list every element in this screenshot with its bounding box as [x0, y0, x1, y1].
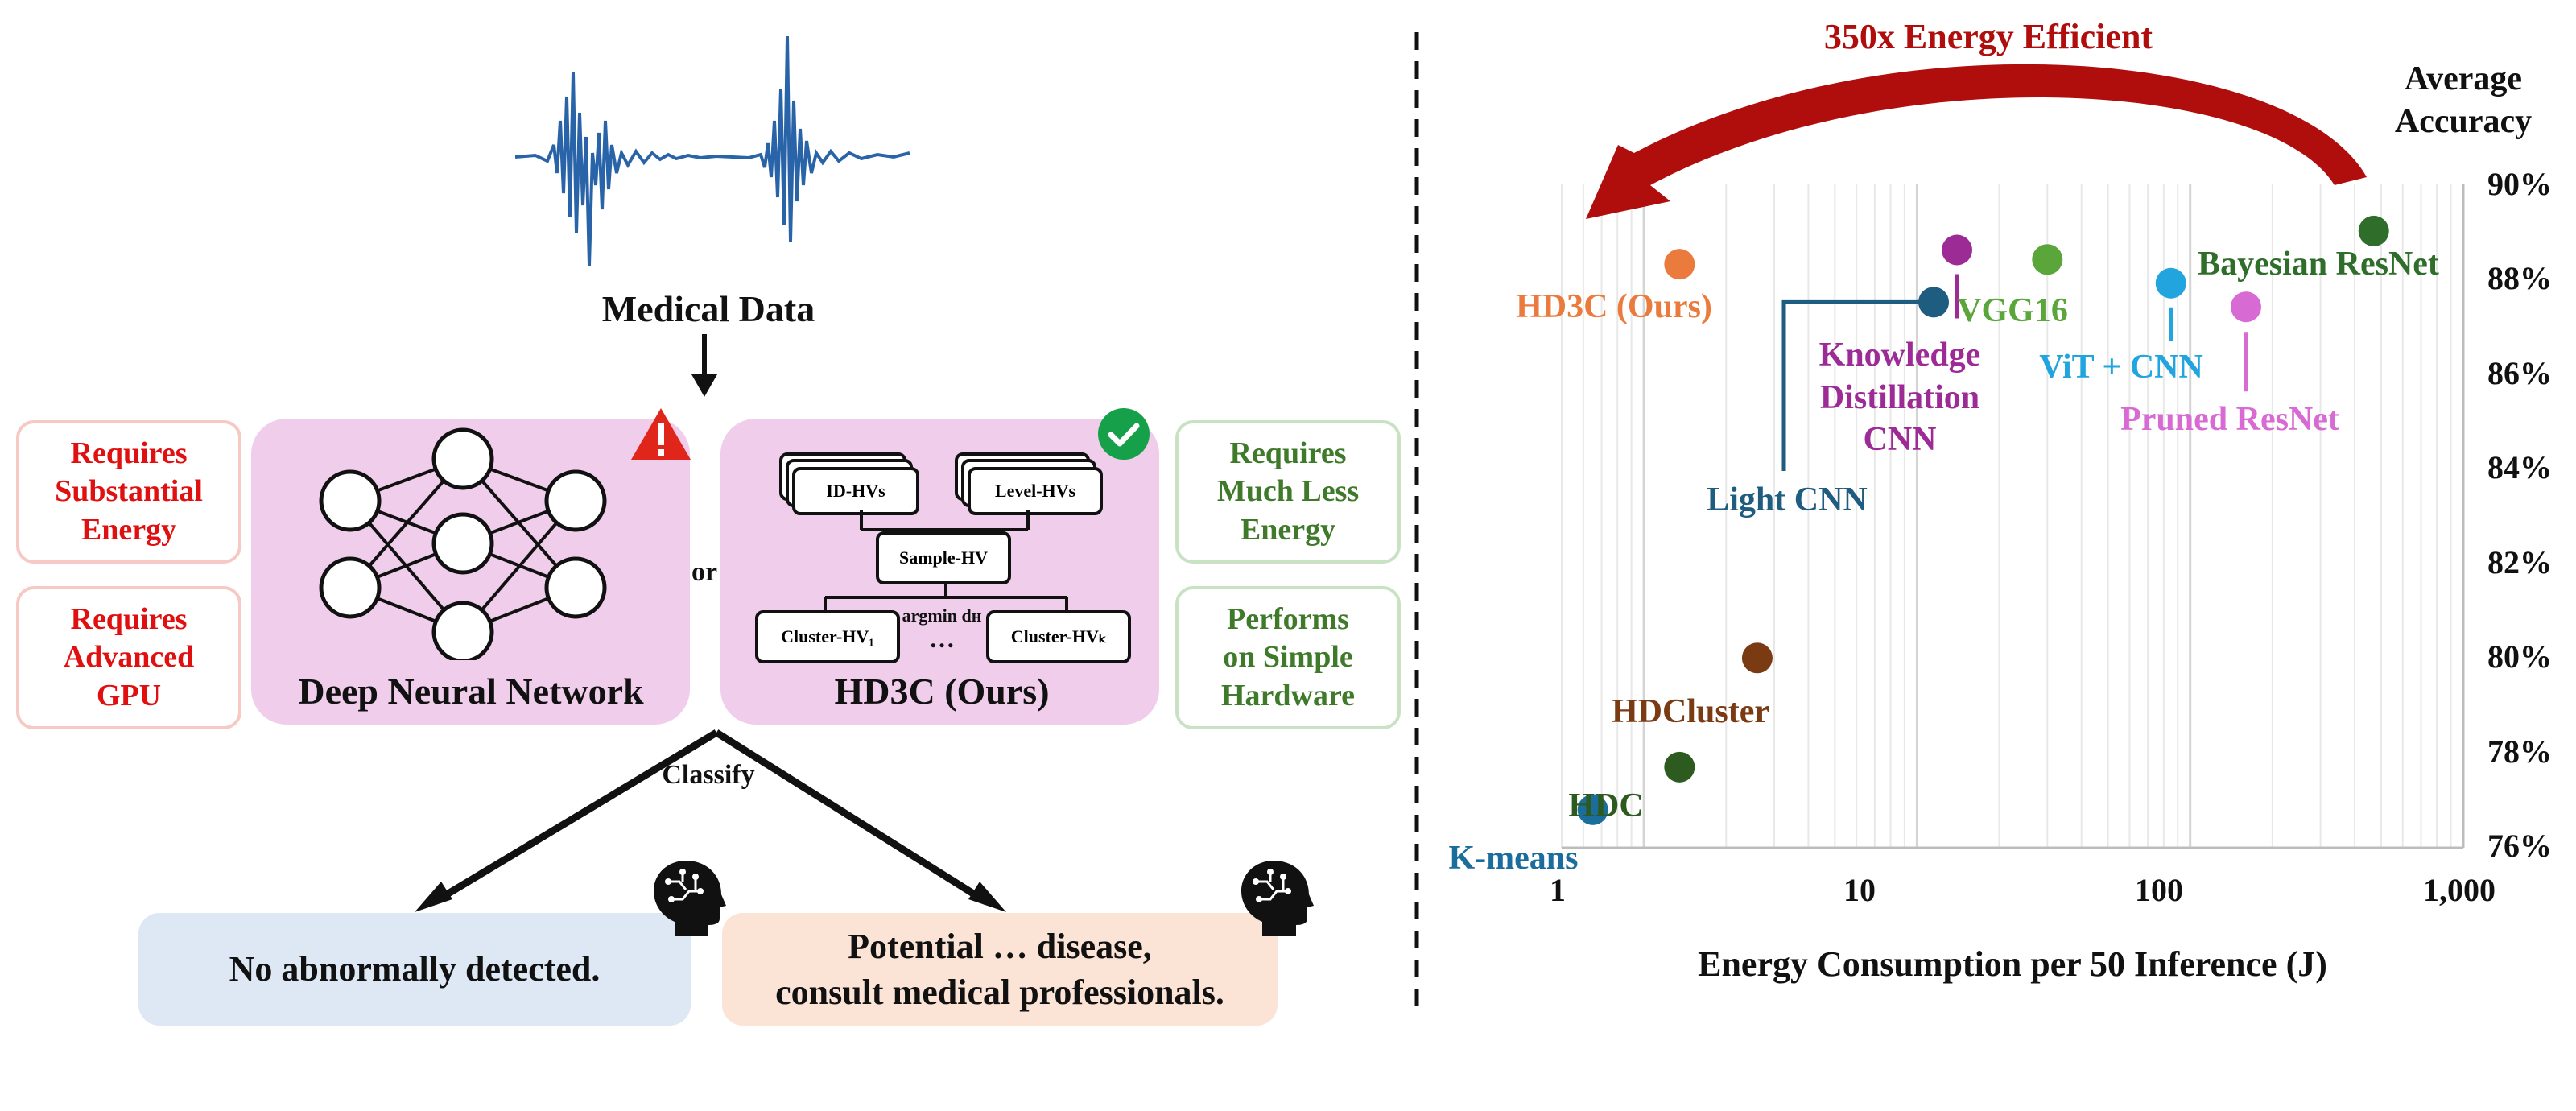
warning-icon [631, 408, 691, 460]
data-point-hdc [1664, 751, 1695, 783]
x-axis-label: Energy Consumption per 50 Inference (J) [1698, 944, 2327, 984]
data-point-vgg16 [2032, 244, 2063, 275]
outcome-normal: No abnormally detected. [138, 913, 691, 1026]
y-tick-78: 78% [2487, 733, 2552, 770]
label-hdcluster: HDCluster [1612, 693, 1769, 730]
data-point-bayesian-resnet [2358, 215, 2389, 246]
classify-arrows [415, 729, 1006, 912]
y-tick-90: 90% [2487, 166, 2552, 202]
efficiency-arrow [1586, 64, 2367, 219]
sample-hv-box: Sample-HV [876, 531, 1011, 584]
label-light-cnn: Light CNN [1707, 481, 1868, 518]
x-tick-1: 1 [1550, 872, 1566, 908]
level-hvs-box: Level-HVs [968, 467, 1103, 515]
data-point-k-means [1577, 794, 1608, 825]
medical-data-label: Medical Data [601, 288, 815, 329]
argmin-label: argmin dʜ [902, 605, 982, 626]
label-k-means: K-means [1448, 840, 1579, 877]
y-tick-82: 82% [2487, 544, 2552, 580]
hd3c-title: HD3C (Ours) [834, 671, 1050, 712]
ai-head-icon [1241, 861, 1314, 936]
ecg-waveform [515, 35, 910, 266]
data-point-vit-cnn [2155, 267, 2186, 299]
neural-network-diagram [319, 427, 607, 660]
label-hd3c: HD3C (Ours) [1516, 288, 1712, 325]
data-point-pruned-resnet [2230, 291, 2261, 323]
hv-connectors [824, 510, 1068, 612]
outcome-disease: Potential … disease,consult medical prof… [722, 913, 1278, 1026]
check-icon [1098, 408, 1150, 460]
data-point-knowledge-distillation-cnn [1942, 234, 1973, 266]
or-label: or [691, 557, 718, 587]
label-bayesian-resnet: Bayesian ResNet [2198, 246, 2439, 283]
label-vgg16: VGG16 [1957, 292, 2068, 329]
section-divider [1414, 32, 1419, 1014]
cluster-hv-1-box: Cluster-HV₁ [755, 610, 900, 663]
data-point-hd3c-ours- [1664, 249, 1695, 280]
y-tick-86: 86% [2487, 355, 2552, 391]
ellipsis-label: … [929, 624, 955, 653]
data-point-hdcluster [1741, 642, 1773, 674]
down-arrow-icon [691, 334, 717, 397]
x-tick-1000: 1,000 [2423, 872, 2496, 908]
x-tick-10: 10 [1843, 872, 1876, 908]
y-tick-88: 88% [2487, 260, 2552, 296]
data-point-light-cnn [1918, 287, 1950, 318]
label-hdc: HDC [1568, 787, 1644, 824]
ai-head-icon [654, 861, 726, 936]
x-tick-100: 100 [2135, 872, 2183, 908]
dnn-title: Deep Neural Network [298, 671, 644, 712]
y-tick-76: 76% [2487, 828, 2552, 864]
leader-light-cnn [1781, 299, 1920, 471]
cluster-hv-k-box: Cluster-HVₖ [986, 610, 1131, 663]
label-vit-cnn: ViT + CNN [2039, 349, 2203, 386]
y-tick-80: 80% [2487, 638, 2552, 675]
y-tick-84: 84% [2487, 449, 2552, 485]
chart-title: 350x Energy Efficient [1823, 17, 2153, 56]
label-pruned-resnet: Pruned ResNet [2120, 401, 2339, 438]
classify-label: Classify [662, 760, 755, 790]
id-hvs-box: ID-HVs [792, 467, 919, 515]
